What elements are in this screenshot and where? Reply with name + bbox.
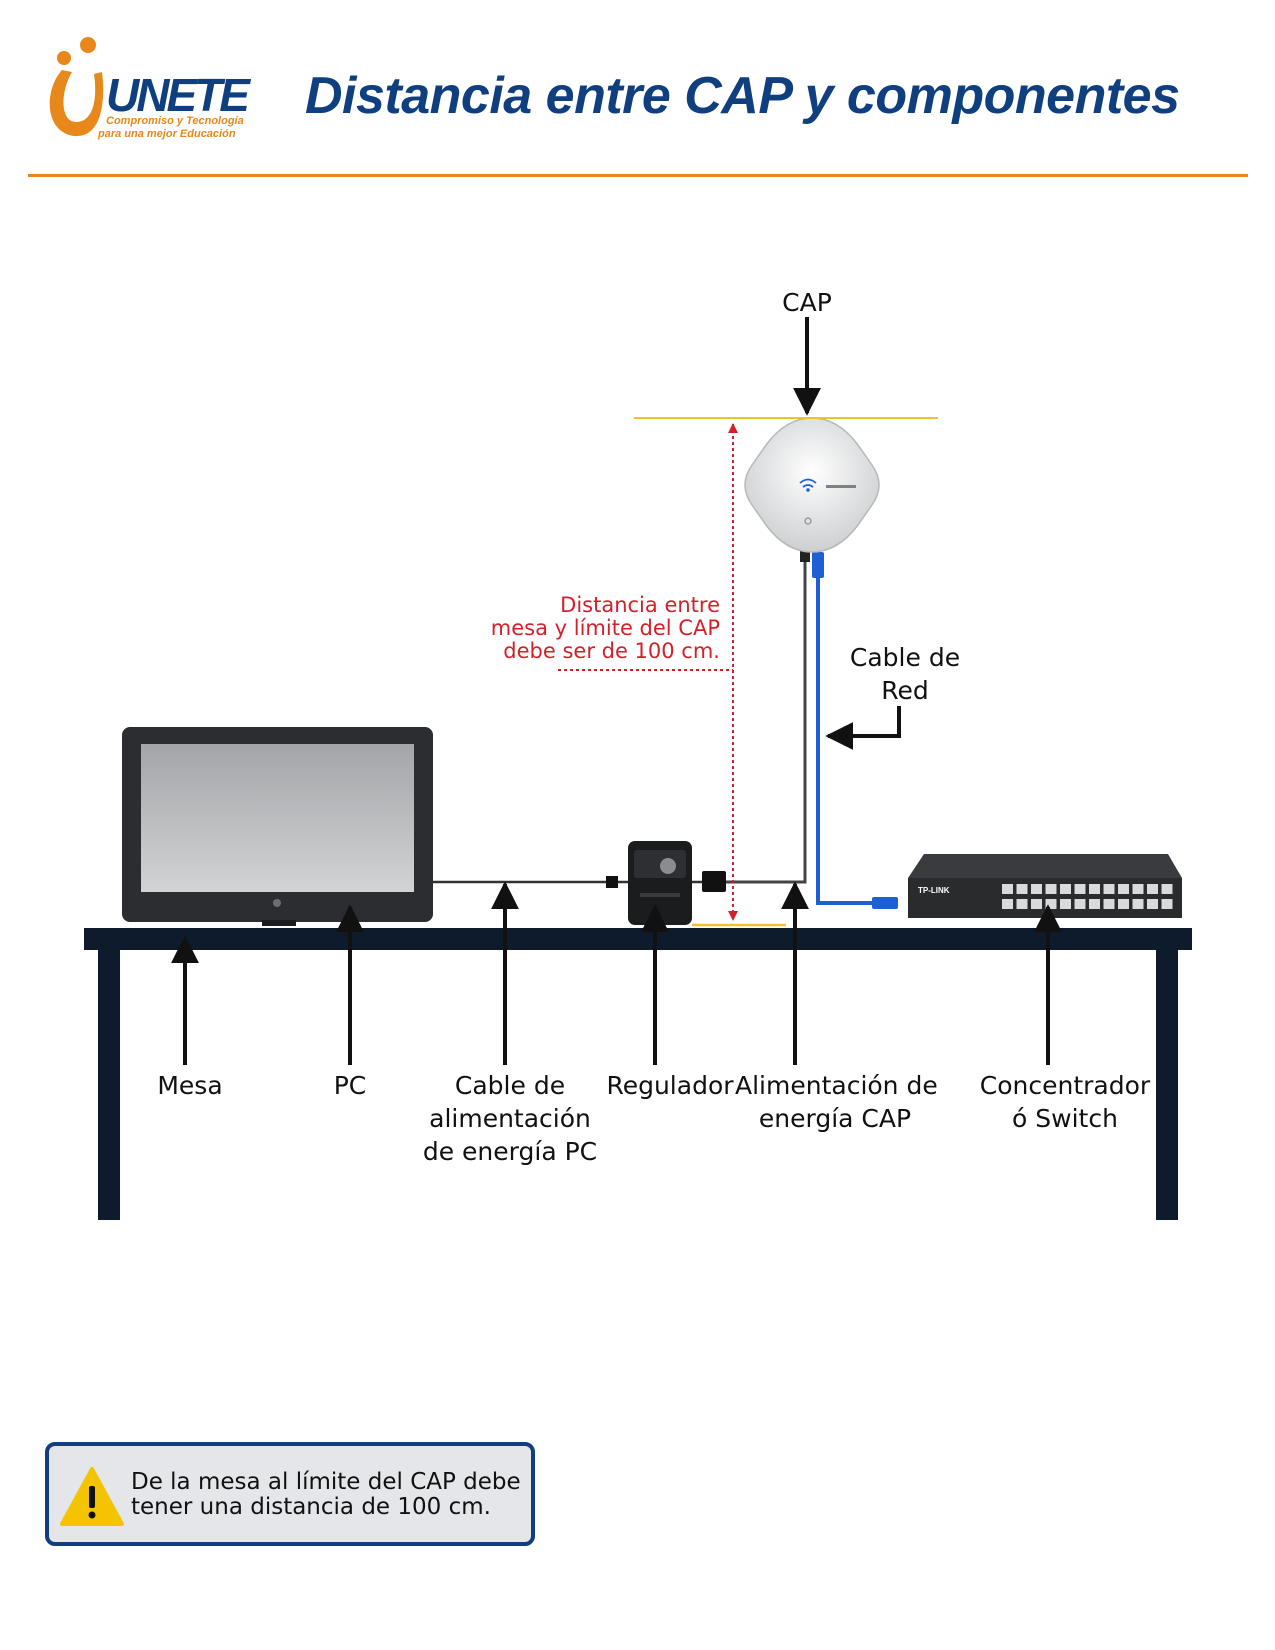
switch-port xyxy=(1118,884,1129,894)
switch-port xyxy=(1118,899,1129,909)
switch-port xyxy=(1031,899,1042,909)
table-top xyxy=(84,928,1192,950)
network-cable-arrow xyxy=(825,706,901,750)
switch-top xyxy=(908,854,1182,878)
cap-label: CAP xyxy=(782,288,832,317)
regulator-device xyxy=(628,841,692,925)
pc-stand xyxy=(262,920,296,926)
table-label: Mesa xyxy=(157,1071,223,1100)
logo-tagline-2: para una mejor Educación xyxy=(98,128,236,140)
warning-text-line-2: tener una distancia de 100 cm. xyxy=(131,1494,491,1520)
switch-port xyxy=(1161,899,1173,909)
page-title: Distancia entre CAP y componentes xyxy=(305,67,1180,125)
table-leg-left xyxy=(98,950,120,1220)
table-leg-right xyxy=(1156,950,1178,1220)
switch-port xyxy=(1016,899,1028,909)
switch-port xyxy=(1031,884,1042,894)
warning-text: De la mesa al límite del CAP debe tener … xyxy=(131,1470,521,1520)
network-cable-connector-switch xyxy=(872,897,898,909)
pc-label: PC xyxy=(333,1071,367,1100)
switch-label-line-2: ó Switch xyxy=(1012,1104,1118,1133)
unete-logo xyxy=(44,36,264,146)
switch-port xyxy=(1060,884,1071,894)
switch-port xyxy=(1089,899,1100,909)
warning-callout: De la mesa al límite del CAP debe tener … xyxy=(45,1442,535,1546)
switch-port xyxy=(1074,899,1086,909)
cap-brand-mark xyxy=(826,485,856,488)
switch-port xyxy=(1147,899,1158,909)
logo-head-right xyxy=(80,37,96,53)
cap-access-point xyxy=(744,417,880,553)
pc-monitor xyxy=(122,727,433,926)
pc-power-cable-label-line-3: de energía PC xyxy=(422,1137,598,1166)
logo-head-left xyxy=(57,51,71,65)
network-cable-label-line-2: Red xyxy=(881,676,929,705)
pc-screen xyxy=(141,744,414,892)
wifi-icon xyxy=(799,478,817,492)
switch-port xyxy=(1103,899,1115,909)
pc-logo-icon xyxy=(273,899,281,907)
pc-power-cable-label-line-1: Cable de xyxy=(454,1071,566,1100)
switch-device: TP-LINK xyxy=(908,854,1182,918)
cap-power-label-line-2: energía CAP xyxy=(758,1104,912,1133)
logo-figure-shape xyxy=(49,70,104,137)
regulator-vent xyxy=(640,893,680,897)
network-cable-label-line-1: Cable de xyxy=(849,643,961,672)
unete-logo-mark xyxy=(49,37,104,137)
switch-port xyxy=(1002,899,1013,909)
switch-port xyxy=(1060,899,1071,909)
distance-note-line-2: mesa y límite del CAP xyxy=(490,616,720,640)
switch-port xyxy=(1132,899,1144,909)
cap-body xyxy=(744,417,880,553)
cap-power-label-line-1: Alimentación de xyxy=(735,1071,938,1100)
switch-brand-label: TP-LINK xyxy=(918,886,950,895)
switch-label-line-1: Concentrador xyxy=(979,1071,1151,1100)
cap-power-connector xyxy=(800,548,810,562)
logo-wordmark: UNETE xyxy=(106,69,250,121)
switch-port xyxy=(1103,884,1115,894)
cap-power-adapter xyxy=(702,871,726,892)
regulator-button-icon xyxy=(660,858,676,874)
distance-note-line-3: debe ser de 100 cm. xyxy=(503,639,720,663)
regulator-label: Regulador xyxy=(606,1071,734,1100)
header-divider xyxy=(28,174,1248,177)
pc-power-plug xyxy=(606,876,618,888)
distance-note-line-1: Distancia entre xyxy=(560,593,720,617)
pc-power-cable-label-line-2: alimentación xyxy=(429,1104,591,1133)
switch-ports xyxy=(1002,884,1173,909)
network-cable-connector-top xyxy=(812,552,824,578)
switch-port xyxy=(1016,884,1028,894)
switch-port xyxy=(1045,899,1057,909)
logo-tagline-1: Compromiso y Tecnología xyxy=(106,115,244,127)
cap-status-led-icon xyxy=(804,517,812,525)
switch-port xyxy=(1002,884,1013,894)
regulator-panel xyxy=(634,850,686,878)
switch-port xyxy=(1147,884,1158,894)
network-cable xyxy=(812,552,898,909)
pc-power-cable xyxy=(433,876,628,888)
switch-port xyxy=(1045,884,1057,894)
switch-port xyxy=(1161,884,1173,894)
warning-triangle-icon xyxy=(60,1467,124,1526)
warning-text-line-1: De la mesa al límite del CAP debe xyxy=(131,1469,521,1495)
table xyxy=(84,928,1192,1220)
switch-port xyxy=(1074,884,1086,894)
switch-port xyxy=(1089,884,1100,894)
switch-port xyxy=(1132,884,1144,894)
